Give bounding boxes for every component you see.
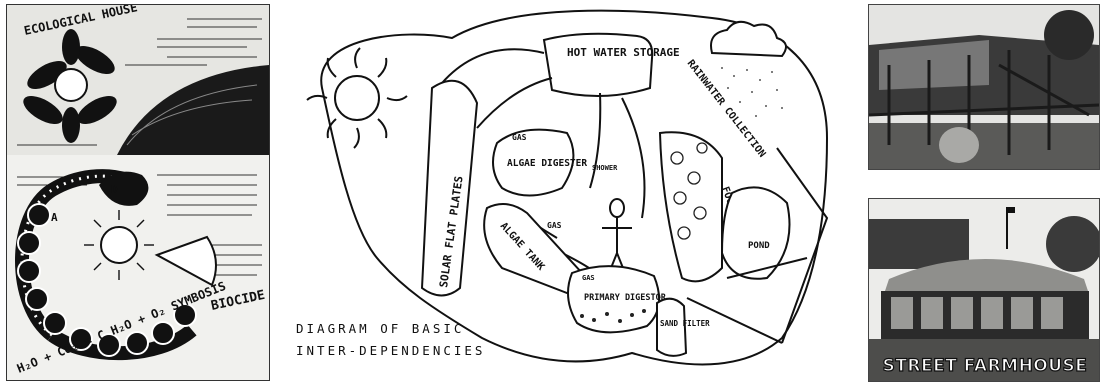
sun-icon: [307, 48, 407, 148]
primary-digestor-label: PRIMARY DIGESTOR: [584, 293, 667, 303]
hot-water-storage-tank: [544, 34, 652, 96]
sand-filter-label: SAND FILTER: [660, 319, 710, 328]
ecological-house-sketch: ECOLOGICAL HOUSE A D BIOCIDE H₂O + CO₂ ⇌…: [6, 4, 270, 381]
shower-label: SHOWER: [592, 164, 618, 172]
gas-label-top: GAS: [512, 133, 527, 142]
chamber-d-label: D: [111, 183, 118, 196]
algae-digester-label: ALGAE DIGESTER: [507, 158, 587, 169]
hot-water-storage-label: HOT WATER STORAGE: [567, 46, 680, 59]
chamber-a-label: A: [51, 211, 58, 224]
diagram-caption-line1: DIAGRAM OF BASIC: [296, 318, 536, 340]
pond-label: POND: [748, 241, 770, 251]
food-plants: [660, 132, 722, 281]
street-farmhouse-caption: STREET FARMHOUSE: [872, 356, 1098, 376]
diagram-caption-line2: INTER-DEPENDENCIES: [296, 340, 536, 362]
diagram-caption: DIAGRAM OF BASIC INTER-DEPENDENCIES: [296, 318, 536, 362]
construction-photo: [868, 4, 1100, 170]
algae-tank: [484, 204, 583, 293]
gas-label-mid: GAS: [547, 221, 562, 230]
street-farmhouse-photo: [868, 198, 1100, 382]
gas-label-bottom: GAS: [582, 274, 595, 282]
